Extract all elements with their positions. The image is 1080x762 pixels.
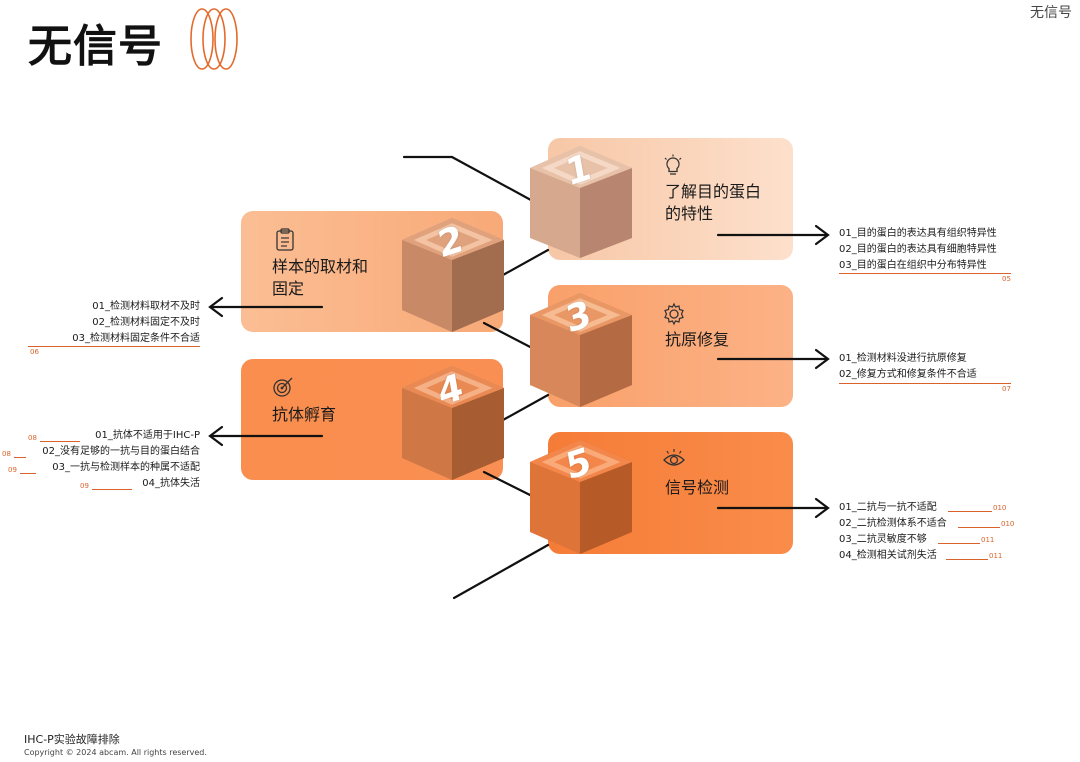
card-5-tag-2: 010 [1001, 520, 1015, 528]
list-item: 04_抗体失活 [142, 478, 200, 489]
card-4-tag-4: 09 [80, 482, 89, 490]
list-item: 01_抗体不适用于IHC-P [95, 430, 200, 441]
list-item: 01_二抗与一抗不适配 [839, 502, 937, 513]
cube-2 [402, 218, 504, 332]
card-1-tag: 05 [1002, 275, 1011, 283]
list-item: 03_检测材料固定条件不合适 [72, 333, 200, 344]
cube-4 [402, 366, 504, 480]
card-5-tag-2-line [958, 527, 1000, 528]
card-5-tag-1: 010 [993, 504, 1007, 512]
card-2-list-underline [28, 346, 200, 347]
card-4-tag-3: 09 [8, 466, 17, 474]
card-4-tag-1: 08 [28, 434, 37, 442]
list-item: 01_检测材料没进行抗原修复 [839, 353, 967, 364]
card-4-tag-3-line [20, 473, 36, 474]
card-4-tag-2: 08 [2, 450, 11, 458]
footer-title: IHC-P实验故障排除 [24, 733, 120, 746]
card-4-tag-2-line [14, 457, 26, 458]
list-item: 02_修复方式和修复条件不合适 [839, 369, 977, 380]
cube-1 [530, 146, 632, 258]
card-5-tag-3-line [938, 543, 980, 544]
list-item: 01_检测材料取材不及时 [92, 301, 200, 312]
card-3-list: 01_检测材料没进行抗原修复 02_修复方式和修复条件不合适 [839, 351, 977, 383]
list-item: 01_目的蛋白的表达具有组织特异性 [839, 228, 997, 239]
list-item: 02_没有足够的一抗与目的蛋白结合 [42, 446, 200, 457]
card-5-tag-1-line [948, 511, 992, 512]
card-1-label-line2: 的特性 [665, 204, 714, 223]
card-2-list: 01_检测材料取材不及时 02_检测材料固定不及时 03_检测材料固定条件不合适 [40, 299, 200, 347]
footer-copyright: Copyright © 2024 abcam. All rights reser… [24, 748, 207, 757]
clipboard-icon [276, 228, 294, 251]
list-item: 03_一抗与检测样本的种属不适配 [52, 462, 200, 473]
list-item: 03_目的蛋白在组织中分布特异性 [839, 260, 987, 271]
card-1-label-line1: 了解目的蛋白 [665, 182, 762, 201]
card-4-list: 01_抗体不适用于IHC-P 02_没有足够的一抗与目的蛋白结合 03_一抗与检… [40, 428, 200, 492]
card-2-label-line2: 固定 [272, 279, 305, 298]
card-5-list: 01_二抗与一抗不适配 02_二抗检测体系不适合 03_二抗灵敏度不够 04_检… [839, 500, 947, 564]
list-item: 03_二抗灵敏度不够 [839, 534, 927, 545]
list-item: 02_二抗检测体系不适合 [839, 518, 947, 529]
corner-label: 无信号 [1030, 5, 1072, 21]
card-1-list-underline [839, 273, 1011, 274]
cube-5 [530, 440, 632, 554]
rings-logo-icon [190, 8, 238, 70]
card-5-tag-4: 011 [989, 552, 1003, 560]
eye-icon [663, 449, 685, 466]
list-item: 04_检测相关试剂失活 [839, 550, 937, 561]
card-4-tag-4-line [92, 489, 132, 490]
target-icon [273, 377, 293, 397]
card-3-label: 抗原修复 [665, 330, 730, 349]
page-title: 无信号 [28, 21, 163, 72]
card-2-tag: 06 [30, 348, 39, 356]
card-3-list-underline [839, 383, 1011, 384]
gear-icon [664, 302, 684, 326]
card-4-tag-1-line [40, 441, 80, 442]
list-item: 02_检测材料固定不及时 [92, 317, 200, 328]
card-2-label-line1: 样本的取材和 [272, 257, 369, 276]
card-1-list: 01_目的蛋白的表达具有组织特异性 02_目的蛋白的表达具有细胞特异性 03_目… [839, 226, 997, 274]
list-item: 02_目的蛋白的表达具有细胞特异性 [839, 244, 997, 255]
lightbulb-icon [664, 154, 682, 175]
card-5-tag-3: 011 [981, 536, 995, 544]
card-5-label: 信号检测 [665, 478, 730, 497]
cube-3 [530, 293, 632, 407]
card-3-tag: 07 [1002, 385, 1011, 393]
card-4-label: 抗体孵育 [272, 405, 337, 424]
card-5-tag-4-line [946, 559, 988, 560]
